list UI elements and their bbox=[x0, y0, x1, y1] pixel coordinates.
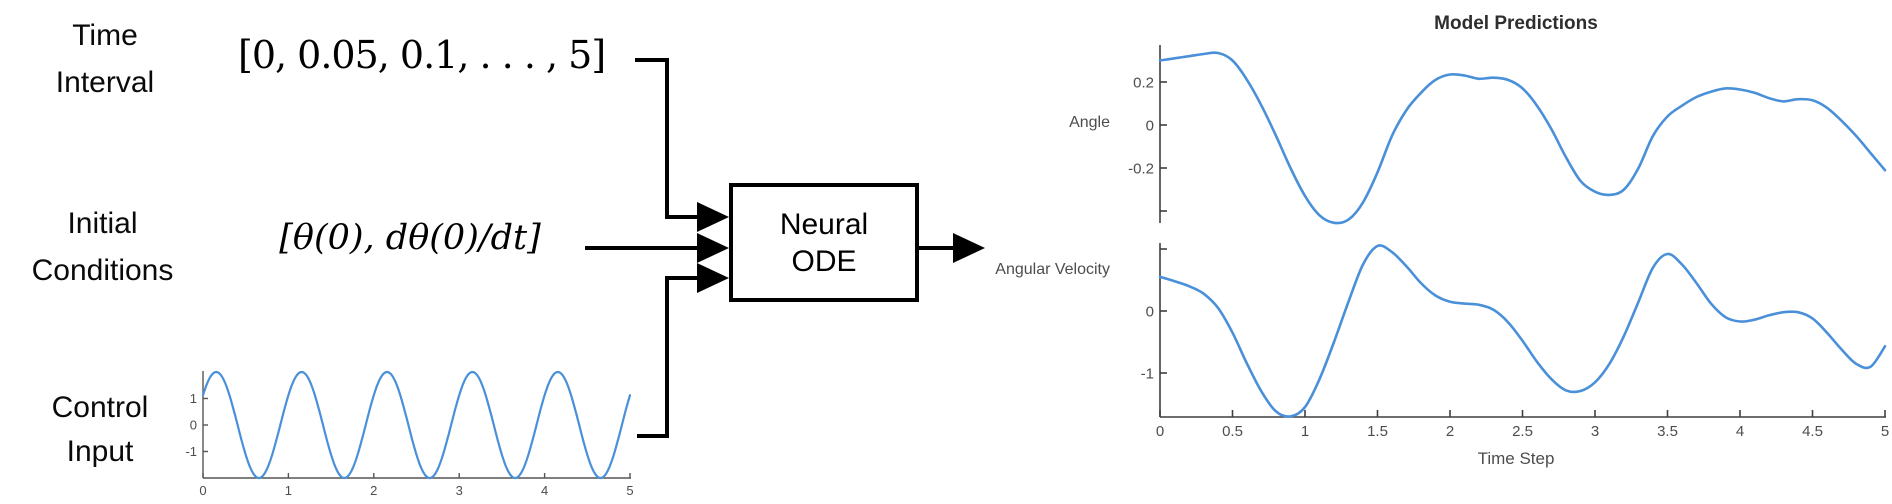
control_input-x-tick-label: 2 bbox=[370, 483, 377, 498]
angular_velocity-curve bbox=[1158, 244, 1887, 418]
angular_velocity-x-tick-label: 3 bbox=[1591, 423, 1599, 440]
angular-velocity-ylabel: Angular Velocity bbox=[995, 261, 1110, 278]
control-input-label-line1: Control bbox=[51, 391, 149, 424]
control_input-x-tick-label: 1 bbox=[285, 483, 292, 498]
figure-title: Model Predictions bbox=[1434, 13, 1598, 34]
control_input-y-tick-label: 0 bbox=[190, 418, 197, 433]
neural-ode-box-label: Neural ODE bbox=[780, 206, 868, 280]
time-interval-value: [0, 0.05, 0.1, . . . , 5] bbox=[238, 33, 606, 77]
time-step-xlabel: Time Step bbox=[1477, 449, 1555, 468]
control-input-arrowhead-icon bbox=[697, 263, 729, 293]
angle-y-tick-label: -0.2 bbox=[1128, 160, 1154, 177]
angle-curve bbox=[1158, 51, 1887, 225]
angular_velocity-x-tick-label: 2 bbox=[1446, 423, 1454, 440]
output-arrowhead-icon bbox=[953, 233, 985, 263]
angular_velocity-y-tick-label: -1 bbox=[1141, 365, 1154, 382]
time-interval-label-line1: Time bbox=[72, 19, 138, 52]
control-input-connector-line bbox=[637, 276, 699, 438]
control_input-curve bbox=[201, 370, 632, 480]
initial-conditions-value: [θ(0), dθ(0)/dt] bbox=[279, 218, 541, 258]
neural-ode-box: Neural ODE bbox=[729, 183, 919, 302]
neural-ode-box-line1: Neural bbox=[779, 207, 869, 241]
initial-conditions-label-line2: Conditions bbox=[31, 254, 174, 287]
initial-conditions-arrowhead-icon bbox=[697, 233, 729, 263]
angular_velocity-x-tick-label: 0.5 bbox=[1222, 423, 1243, 440]
initial-conditions-label: Initial Conditions bbox=[25, 200, 180, 294]
control-input-chart: 1 0 -1 0 1 2 3 4 5 bbox=[185, 370, 634, 498]
control-input-label-line2: Input bbox=[66, 435, 134, 468]
angular_velocity-y-tick-label: 0 bbox=[1146, 303, 1154, 320]
control_input-x-tick-label: 4 bbox=[541, 483, 548, 498]
angular_velocity-x-tick-label: 5 bbox=[1881, 423, 1889, 440]
time-interval-label-line2: Interval bbox=[55, 66, 155, 99]
time-interval-arrowhead-icon bbox=[697, 202, 729, 232]
angle-ylabel: Angle bbox=[1069, 114, 1110, 131]
angle-chart: 0.2 0 -0.2 bbox=[1128, 45, 1887, 225]
angle-y-tick-label: 0.2 bbox=[1133, 74, 1154, 91]
angular_velocity-x-tick-label: 1.5 bbox=[1367, 423, 1388, 440]
control-input-label: Control Input bbox=[25, 386, 175, 474]
angular_velocity-x-tick-label: 0 bbox=[1156, 423, 1164, 440]
control_input-y-tick-label: -1 bbox=[185, 444, 197, 459]
angular_velocity-x-tick-label: 4 bbox=[1736, 423, 1744, 440]
time-interval-connector-line bbox=[635, 58, 699, 219]
control_input-x-tick-label: 0 bbox=[199, 483, 206, 498]
angular_velocity-x-tick-label: 3.5 bbox=[1657, 423, 1678, 440]
control_input-x-tick-label: 5 bbox=[626, 483, 633, 498]
angular-velocity-chart: 0 -1 0 0.5 1 1.5 2 2.5 3 3.5 4 4.5 5 bbox=[1141, 243, 1889, 440]
angular_velocity-x-tick-label: 1 bbox=[1301, 423, 1309, 440]
time-interval-label: Time Interval bbox=[30, 12, 180, 106]
angular_velocity-x-tick-label: 4.5 bbox=[1802, 423, 1823, 440]
control_input-x-tick-label: 3 bbox=[456, 483, 463, 498]
neural-ode-box-line2: ODE bbox=[791, 244, 857, 278]
angular_velocity-x-tick-label: 2.5 bbox=[1512, 423, 1533, 440]
angle-y-tick-label: 0 bbox=[1146, 117, 1154, 134]
control_input-y-tick-label: 1 bbox=[190, 391, 197, 406]
initial-conditions-label-line1: Initial bbox=[67, 207, 138, 240]
